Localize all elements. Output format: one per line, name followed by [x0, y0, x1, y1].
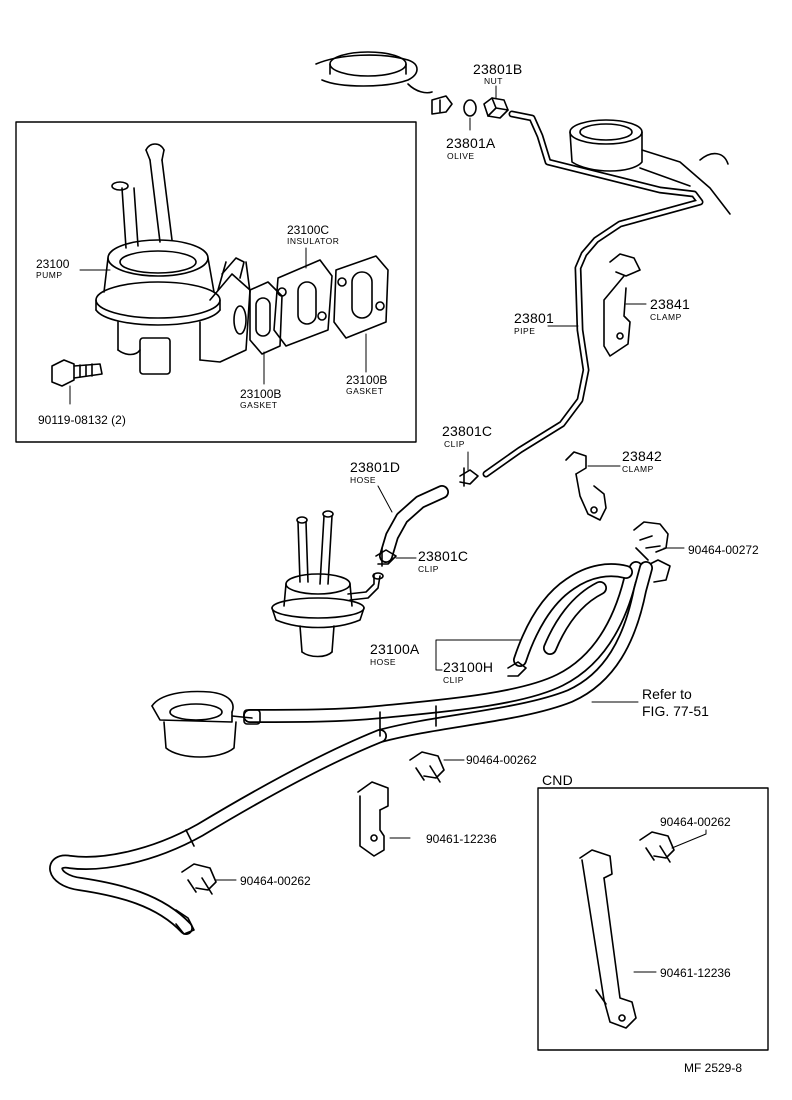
nut-drawing	[483, 97, 509, 119]
bracket-90461-12236-cnd-drawing	[579, 849, 637, 1029]
part-number-90464-00262-cnd: 90464-00262	[660, 815, 731, 829]
clamp-90464-00272-drawing	[633, 521, 671, 583]
carburetor-bowl-drawing	[569, 119, 731, 215]
part-name-clip-lower: CLIP	[418, 564, 439, 574]
part-number-23801c-upper: 23801C	[442, 423, 493, 439]
leader-hose-23100a	[435, 639, 521, 671]
main-hoses-drawing	[49, 561, 653, 935]
refer-to-line2: FIG. 77-51	[642, 703, 709, 719]
gasket-rear-drawing	[333, 255, 389, 339]
part-number-23842: 23842	[622, 448, 662, 464]
part-name-hose-23100a: HOSE	[370, 657, 397, 667]
part-name-insulator: INSULATOR	[287, 236, 340, 246]
olive-drawing	[463, 99, 477, 117]
part-number-90464-00272: 90464-00272	[688, 543, 759, 557]
part-number-23100a: 23100A	[370, 641, 420, 657]
leader-90464-00262-cnd	[671, 829, 707, 849]
part-number-23100h: 23100H	[443, 659, 494, 675]
part-name-gasket-front: GASKET	[240, 400, 278, 410]
carburetor-top-drawing	[315, 51, 433, 94]
part-name-pipe: PIPE	[514, 326, 536, 336]
union-fitting-drawing	[431, 95, 453, 115]
part-number-23100b-front: 23100B	[240, 387, 282, 401]
fuel-filter-drawing	[271, 510, 384, 658]
figure-code: MF 2529-8	[684, 1061, 743, 1075]
strainer-drawing	[151, 690, 261, 758]
part-name-clip-upper: CLIP	[444, 439, 465, 449]
part-number-90461-12236-cnd: 90461-12236	[660, 966, 731, 980]
part-number-23100b-rear: 23100B	[346, 373, 388, 387]
pump-inset-frame	[15, 121, 417, 443]
part-number-90119-08132: 90119-08132 (2)	[38, 413, 126, 427]
part-name-clip-23100h: CLIP	[443, 675, 464, 685]
insulator-drawing	[273, 259, 333, 347]
part-number-90464-00262-mid: 90464-00262	[466, 753, 537, 767]
fuel-pump-drawing	[95, 143, 251, 375]
cnd-inset-frame	[537, 787, 769, 1051]
clamp-90464-00262-cnd-drawing	[639, 831, 675, 863]
clamp-23841-drawing	[603, 253, 641, 357]
part-number-23100: 23100	[36, 257, 70, 271]
bracket-90461-12236-mid-drawing	[357, 781, 389, 857]
fuel-pipe-23801-drawing	[482, 110, 704, 478]
part-number-23801c-lower: 23801C	[418, 548, 469, 564]
refer-to-line1: Refer to	[642, 686, 692, 702]
clip-23100h-drawing	[507, 661, 527, 677]
part-number-90461-12236-mid: 90461-12236	[426, 832, 497, 846]
part-name-pump: PUMP	[36, 270, 63, 280]
part-number-90464-00262-low: 90464-00262	[240, 874, 311, 888]
part-name-clamp-23841: CLAMP	[650, 312, 682, 322]
clip-lower-drawing	[375, 547, 397, 567]
clip-upper-drawing	[459, 467, 479, 487]
part-name-hose-23801d: HOSE	[350, 475, 377, 485]
part-number-23801a: 23801A	[446, 135, 496, 151]
bolt-drawing	[51, 359, 103, 387]
part-name-gasket-rear: GASKET	[346, 386, 384, 396]
part-number-23801: 23801	[514, 310, 554, 326]
part-name-clamp-23842: CLAMP	[622, 464, 654, 474]
part-number-23801d: 23801D	[350, 459, 401, 475]
part-number-23100c: 23100C	[287, 223, 330, 237]
clamp-90464-00262-mid-drawing	[409, 751, 445, 783]
part-name-nut: NUT	[484, 76, 503, 86]
cnd-label: CND	[542, 772, 573, 788]
clamp-90464-00262-low-drawing	[175, 863, 217, 935]
clamp-23842-drawing	[565, 451, 607, 521]
leader-hose-23801d	[377, 485, 393, 513]
part-number-23801b: 23801B	[473, 61, 523, 77]
part-number-23841: 23841	[650, 296, 690, 312]
gasket-front-drawing	[249, 281, 283, 355]
part-name-olive: OLIVE	[447, 151, 475, 161]
